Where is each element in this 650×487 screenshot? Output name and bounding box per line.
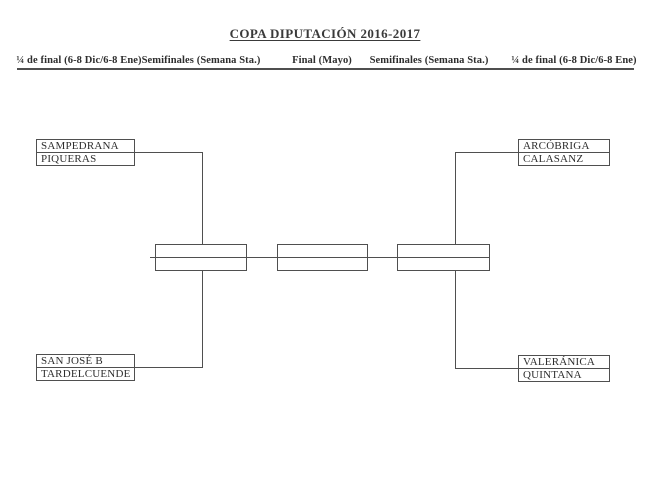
empty-slot <box>278 245 367 258</box>
team-name: TARDELCUENDE <box>41 368 131 380</box>
empty-slot <box>398 258 489 270</box>
header-rule <box>17 68 634 70</box>
connector-vertical-left-bottom <box>202 270 203 367</box>
team-name: SAMPEDRANA <box>37 140 134 153</box>
connector-final-to-semifinal-right <box>367 257 398 258</box>
team-name: QUINTANA <box>523 369 582 381</box>
connector-qf-top-left <box>134 152 203 153</box>
empty-slot <box>156 245 246 258</box>
connector-qf-bottom-right <box>455 368 519 369</box>
match-box-semifinal-left <box>155 244 247 271</box>
round-label-final: Final (Mayo) <box>292 55 352 66</box>
round-label-semifinal-left: Semifinales (Semana Sta.) <box>141 55 261 66</box>
team-name: ARCÓBRIGA <box>519 140 609 153</box>
team-name: VALERÁNICA <box>519 356 609 369</box>
match-box-final <box>277 244 368 271</box>
empty-slot <box>278 258 367 270</box>
round-label-quarterfinal-right: ¼ de final (6-8 Dic/6-8 Ene) <box>511 55 637 66</box>
empty-slot <box>156 258 246 270</box>
team-name: CALASANZ <box>523 153 584 165</box>
connector-vertical-right-bottom <box>455 270 456 368</box>
team-name: SAN JOSÉ B <box>37 355 134 368</box>
connector-semifinal-left-to-final <box>246 257 278 258</box>
match-box-qf-top-left: SAMPEDRANA PIQUERAS <box>36 139 135 166</box>
match-box-semifinal-right <box>397 244 490 271</box>
connector-vertical-left-top <box>202 152 203 244</box>
connector-qf-bottom-left <box>134 367 203 368</box>
match-box-qf-bottom-right: VALERÁNICA QUINTANA <box>518 355 610 382</box>
team-name: PIQUERAS <box>41 153 97 165</box>
empty-slot <box>398 245 489 258</box>
tournament-title: COPA DIPUTACIÓN 2016-2017 <box>229 26 421 41</box>
semifinal-left-divider-overshoot <box>150 257 156 258</box>
round-label-semifinal-right: Semifinales (Semana Sta.) <box>369 55 489 66</box>
match-box-qf-top-right: ARCÓBRIGA CALASANZ <box>518 139 610 166</box>
match-box-qf-bottom-left: SAN JOSÉ B TARDELCUENDE <box>36 354 135 381</box>
round-label-quarterfinal-left: ¼ de final (6-8 Dic/6-8 Ene) <box>16 55 142 66</box>
connector-vertical-right-top <box>455 152 456 244</box>
connector-qf-top-right <box>455 152 519 153</box>
